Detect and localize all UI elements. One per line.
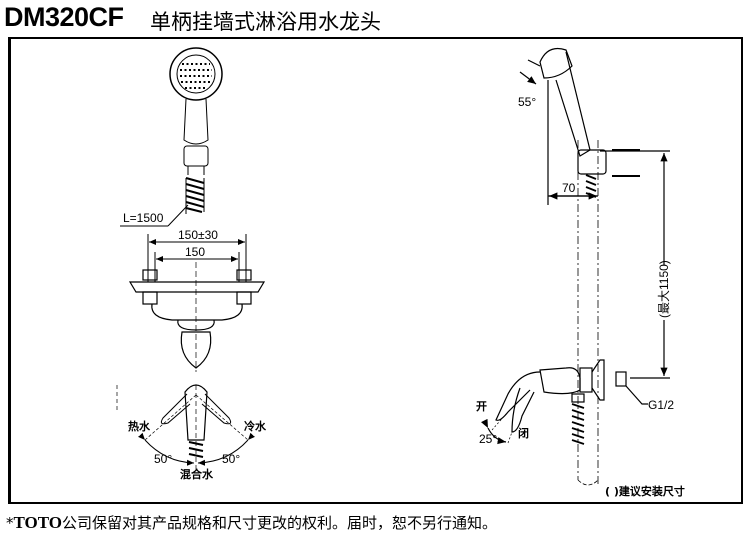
handle-angle-label: 25° xyxy=(479,432,497,446)
open-label: 开 xyxy=(476,400,487,413)
footer-asterisk: * xyxy=(6,514,14,532)
mixed-water-label: 混合水 xyxy=(180,467,214,481)
angle-left-label: 50° xyxy=(154,452,172,466)
head-angle-label: 55° xyxy=(518,95,536,109)
spacing-dimensions xyxy=(147,234,247,282)
hose-length-label: L=1500 xyxy=(123,211,164,225)
product-name: 单柄挂墙式淋浴用水龙头 xyxy=(150,10,381,34)
hot-water-label: 热水 xyxy=(128,419,151,433)
faucet-front xyxy=(128,262,266,372)
footer-text: 公司保留对其产品规格和尺寸更改的权利。届时，恕不另行通知。 xyxy=(62,514,498,532)
model-number: DM320CF xyxy=(4,2,124,32)
shower-side-view xyxy=(519,47,670,486)
spacing-adjustable-label: 150±30 xyxy=(178,228,218,242)
spacing-label: 150 xyxy=(185,245,205,259)
recommended-dimension-note: ( )建议安装尺寸 xyxy=(605,484,685,498)
handle-angle-diagram xyxy=(116,384,255,470)
hand-shower-front xyxy=(120,47,223,227)
faucet-side-view xyxy=(481,359,648,445)
angle-right-label: 50° xyxy=(222,452,240,466)
footer-brand: TOTO xyxy=(13,513,63,532)
disclaimer: *TOTO公司保留对其产品规格和尺寸更改的权利。届时，恕不另行通知。 xyxy=(6,512,497,533)
wall-offset-label: 70 xyxy=(562,181,576,195)
drawing-frame xyxy=(8,37,743,504)
max-height-label: (最大1150) xyxy=(657,260,671,318)
closed-label: 闭 xyxy=(518,426,529,440)
thread-label: G1/2 xyxy=(648,398,674,412)
cold-water-label: 冷水 xyxy=(244,419,267,433)
